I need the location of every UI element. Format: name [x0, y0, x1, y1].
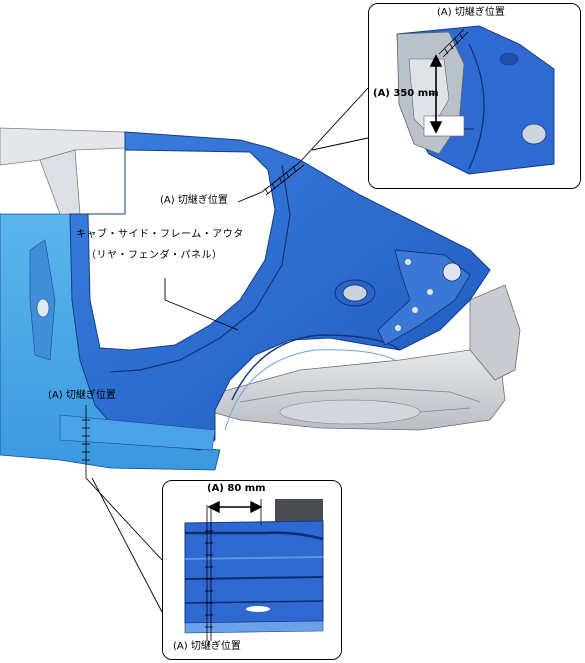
- cut-position-label-left: (A) 切継ぎ位置: [48, 390, 116, 401]
- leader-lines: [85, 87, 369, 613]
- cut-marker-top: [261, 161, 305, 196]
- detail-callout-top: (A) 切継ぎ位置 (A) 350 mm: [368, 3, 581, 189]
- rear-fender-panel: [59, 131, 491, 451]
- cut-position-label-bottom: (A) 切継ぎ位置: [173, 641, 241, 652]
- dimension-80-label: (A) 80 mm: [207, 483, 266, 494]
- cut-position-label-top: (A) 切継ぎ位置: [437, 7, 505, 18]
- cut-position-label-mid: (A) 切継ぎ位置: [160, 195, 228, 206]
- detail-callout-bottom: (A) 80 mm (A) 切継ぎ位置: [162, 480, 342, 660]
- cut-marker-left: [82, 405, 90, 478]
- part-name-line1: キャブ・サイド・フレーム・アウタ: [76, 229, 244, 240]
- dimension-350-label: (A) 350 mm: [373, 88, 439, 99]
- part-name-line2: （リヤ・フェンダ・パネル）: [86, 250, 223, 261]
- detail-top-illustration: [369, 4, 580, 188]
- pillar-gray: [39, 149, 81, 215]
- detail-bottom-illustration: [163, 481, 341, 659]
